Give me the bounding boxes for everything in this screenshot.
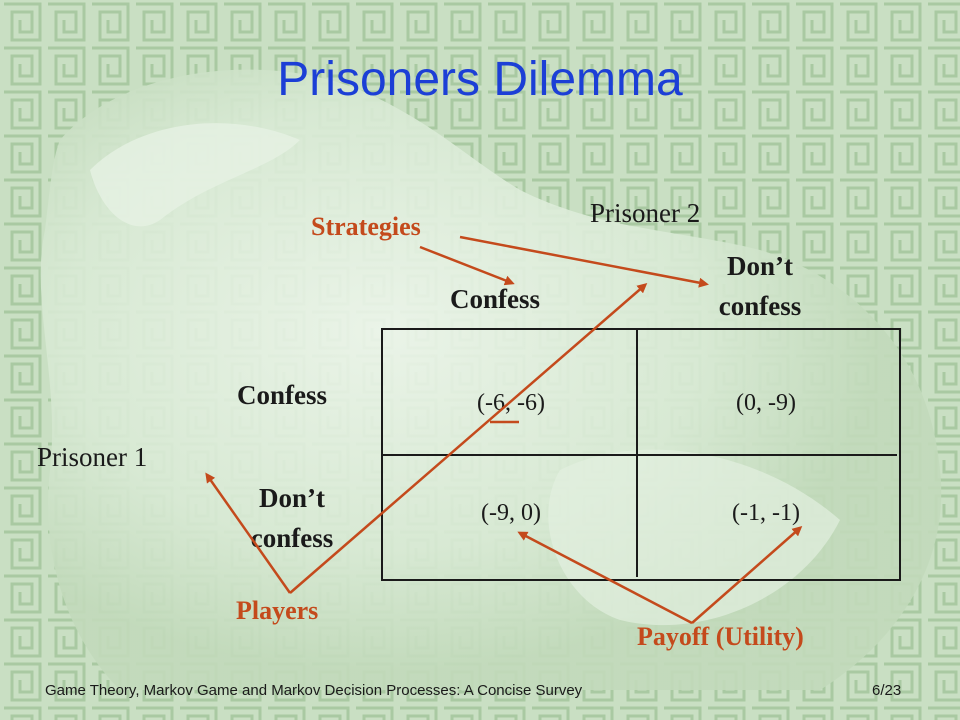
page-number: 6/23 — [872, 682, 902, 699]
payoff-matrix: (-6, -6) (0, -9) (-9, 0) (-1, -1) — [381, 328, 901, 581]
row-strategy-confess: Confess — [236, 380, 327, 410]
column-strategy-confess: Confess — [449, 284, 540, 314]
slide-title: Prisoners Dilemma — [277, 53, 683, 106]
strategies-annotation: Strategies — [311, 212, 421, 241]
row-player-label: Prisoner 1 — [37, 442, 148, 472]
payoff-cell-confess-confess: (-6, -6) — [477, 390, 545, 416]
payoff-cell-confess-dont-confess: (0, -9) — [736, 390, 796, 416]
players-annotation: Players — [236, 596, 319, 625]
row-strategy-dont-confess: Don’t confess — [250, 483, 334, 553]
footer-text: Game Theory, Markov Game and Markov Deci… — [45, 682, 583, 699]
column-player-label: Prisoner 2 — [590, 198, 701, 228]
payoff-cell-dont-confess-confess: (-9, 0) — [481, 500, 541, 526]
payoff-cell-dont-confess-dont-confess: (-1, -1) — [732, 500, 800, 526]
column-strategy-dont-confess: Don’t confess — [718, 251, 802, 321]
payoff-annotation: Payoff (Utility) — [637, 622, 804, 651]
